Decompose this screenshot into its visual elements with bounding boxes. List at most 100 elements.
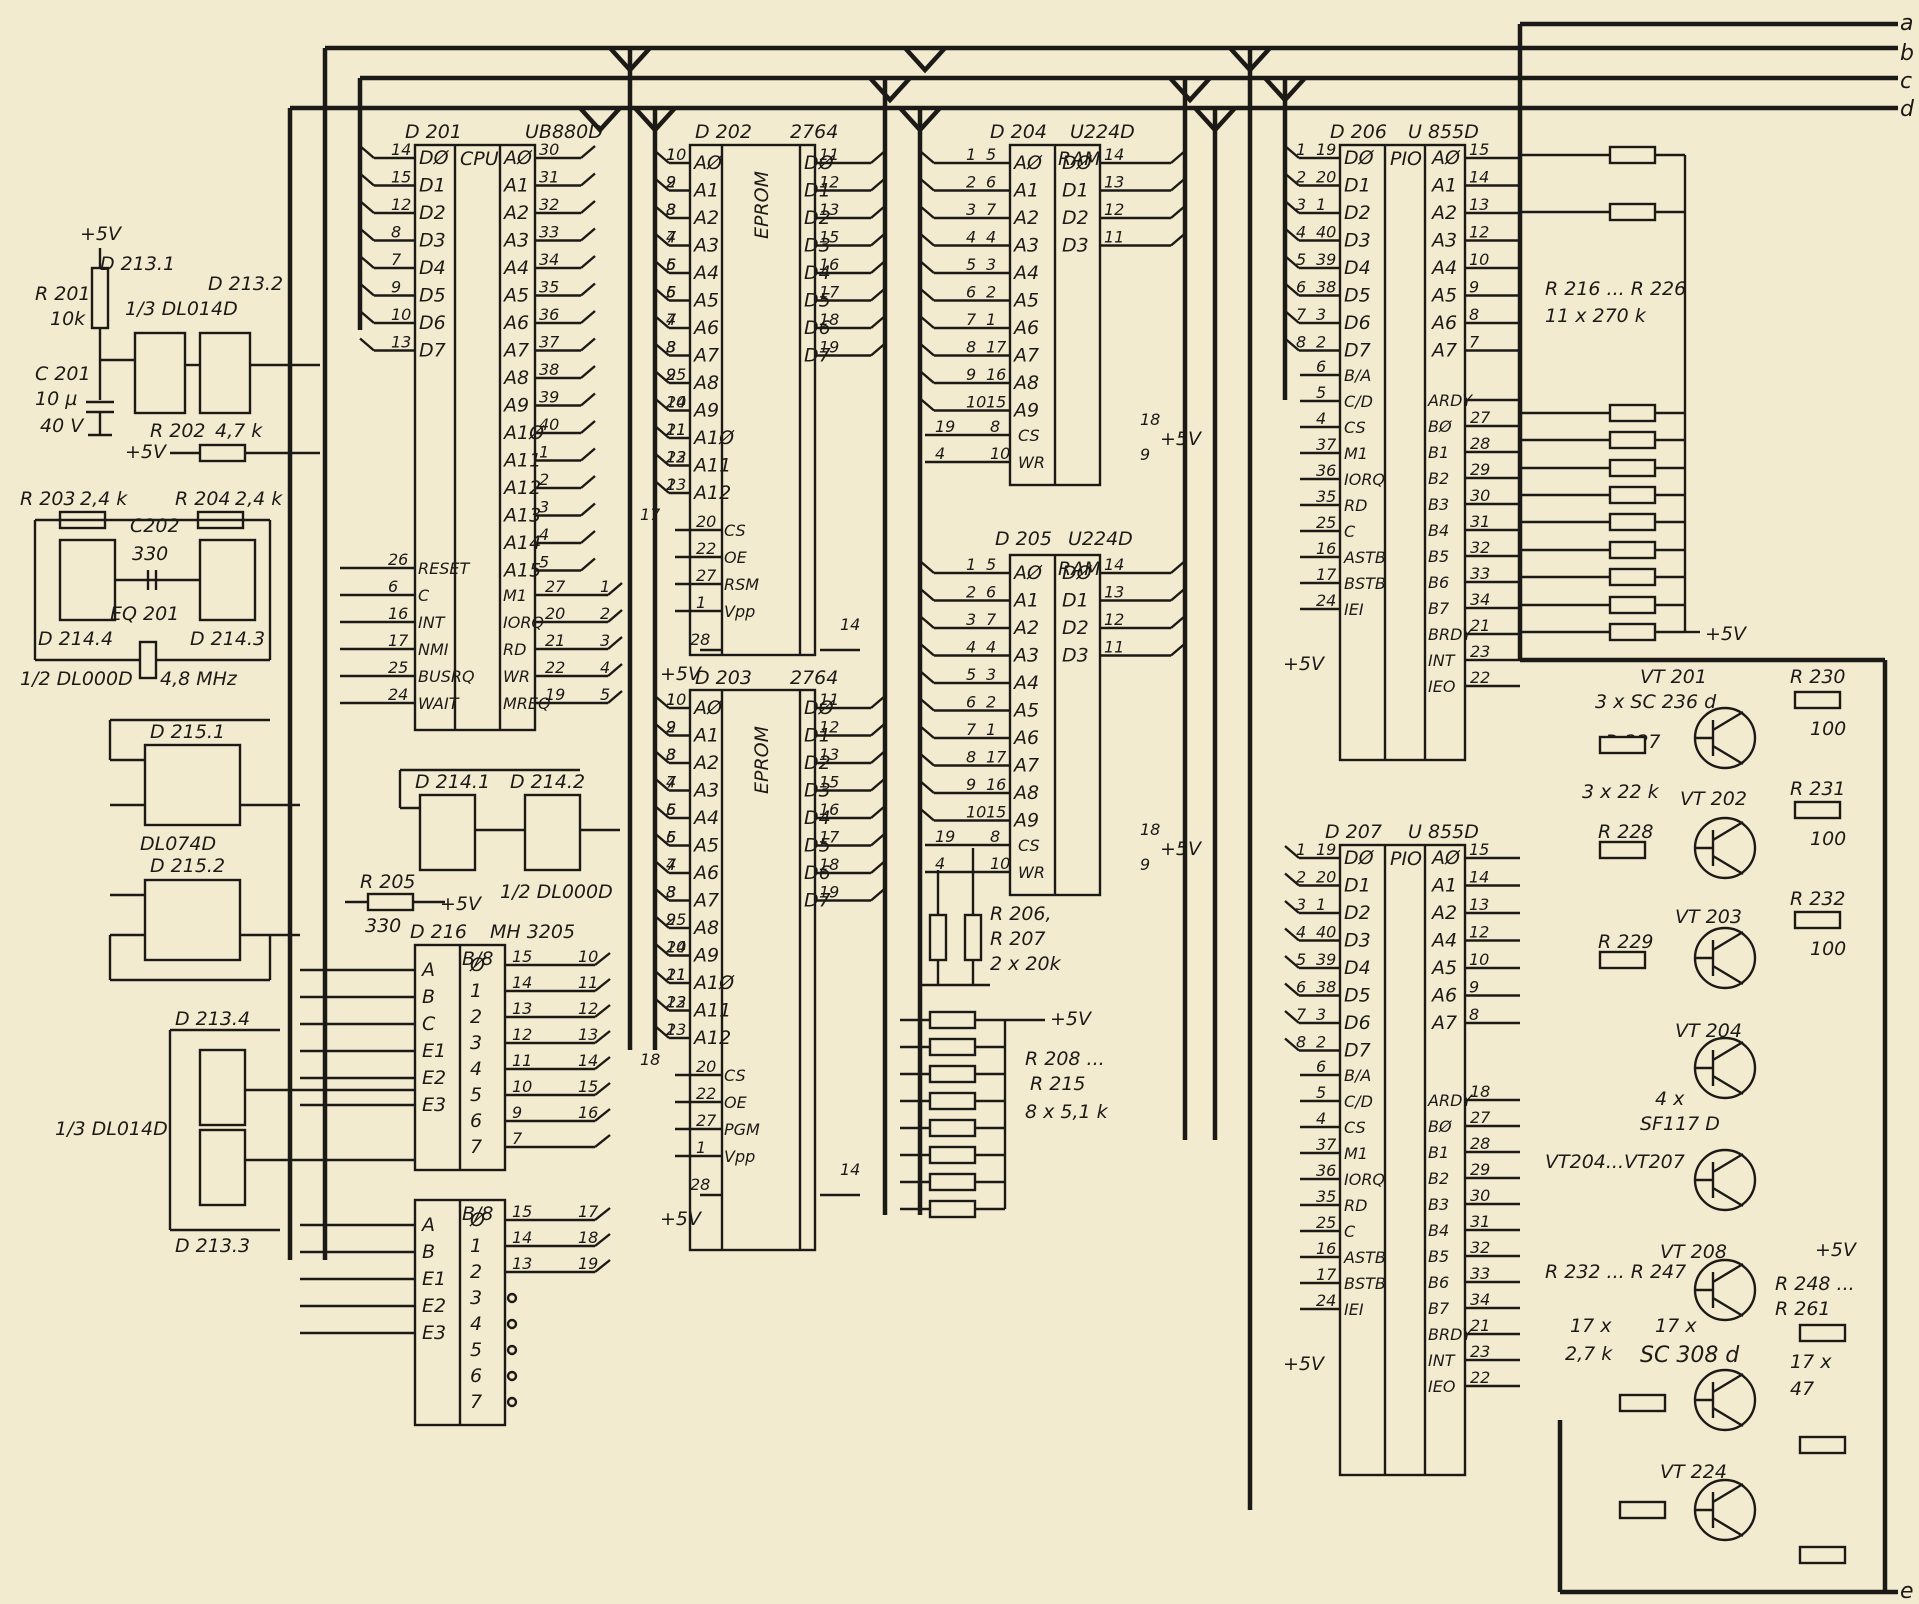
bus-label-a: a bbox=[1900, 11, 1913, 36]
r232-label: R 232 bbox=[1790, 888, 1846, 910]
driver-transistor-collector bbox=[1712, 930, 1744, 952]
ep2-pins-line-number: 13 bbox=[666, 1020, 686, 1039]
pio2-pins-porta-pin-label: A1 bbox=[1430, 875, 1457, 897]
r230-label: R 230 bbox=[1790, 666, 1846, 688]
cpu-ctrl-number: 16 bbox=[388, 604, 408, 623]
pio2-pins-ctrl-label: BSTB bbox=[1344, 1274, 1386, 1293]
ram2-pins-addr-bus-entry bbox=[919, 587, 935, 602]
ep1-pins-data-pin-number: 15 bbox=[819, 228, 839, 247]
dec1-pins-output-number: 10 bbox=[512, 1077, 532, 1096]
dec2-pins-output-label: 7 bbox=[470, 1391, 482, 1413]
ep1-pins-line-number: 7 bbox=[666, 310, 677, 329]
pio1-pins-ctrl-number: 24 bbox=[1316, 591, 1336, 610]
cpu-addr-pin-number: 40 bbox=[539, 415, 559, 434]
ep1-pins-addr-pin-number: 4 bbox=[666, 310, 676, 329]
ep1-pins-extra-pin: 28 bbox=[690, 630, 710, 649]
driver-transistor-emitter bbox=[1712, 1296, 1744, 1318]
ram1-pins-data-bus-entry bbox=[1170, 205, 1186, 219]
ram2-pins-addr-pin-label: A5 bbox=[1012, 700, 1039, 722]
ep1-pins-addr-pin-label: A6 bbox=[692, 317, 719, 339]
ram1-pins-addr-pin-label: A3 bbox=[1012, 235, 1039, 257]
pio2-pins-porta-pin-number: 10 bbox=[1469, 950, 1489, 969]
cpu-addr-bus-entry bbox=[580, 502, 596, 517]
ep2-pins-addr-pin-number: 23 bbox=[666, 993, 686, 1012]
vcc-r202: +5V bbox=[125, 441, 168, 463]
ep2-pins-addr-bus-entry bbox=[654, 832, 670, 847]
driver-transistor-collector bbox=[1712, 1482, 1744, 1504]
c201-label: C 201 bbox=[35, 363, 91, 385]
pio1-pins-line-number: 8 bbox=[1296, 333, 1306, 352]
vt224-label: VT 224 bbox=[1660, 1461, 1727, 1483]
ram2-pins-line-number: 2 bbox=[966, 583, 976, 602]
cpu-ctrl-number: 25 bbox=[388, 658, 408, 677]
ep1-pins-addr-pin-label: A11 bbox=[692, 455, 731, 477]
r208-resistor bbox=[928, 1145, 977, 1165]
cpu-ctrl-line: 3 bbox=[600, 631, 610, 650]
ram2-pins-addr-bus-entry bbox=[919, 560, 935, 574]
pio2-pins-portb-label: BØ bbox=[1428, 1117, 1452, 1136]
pio2-pins-data-bus-entry bbox=[1284, 1010, 1300, 1024]
ep1-pins-addr-bus-entry bbox=[654, 342, 670, 357]
pio2-pins-data-pin-label: D4 bbox=[1344, 957, 1371, 979]
dec2-pins-bus-entry bbox=[594, 1259, 611, 1273]
driver-transistor-emitter bbox=[1712, 1516, 1744, 1538]
decoder-2: B/8 bbox=[413, 1198, 507, 1427]
ep2-pins-ctrl-label: CS bbox=[724, 1066, 746, 1085]
ep2-pins-addr-pin-label: A4 bbox=[692, 807, 719, 829]
pio1-pins-portb-number: 29 bbox=[1470, 460, 1490, 479]
pio1-pins-data-bus-entry bbox=[1284, 282, 1300, 297]
pio2-pins-ctrl-number: 16 bbox=[1316, 1239, 1336, 1258]
cpu-data-pin-label: DØ bbox=[419, 147, 450, 169]
driver-transistor-collector bbox=[1712, 1040, 1744, 1062]
ram2-pins-addr-pin-number: 1 bbox=[986, 720, 996, 739]
pio2-pins-portb-number: 28 bbox=[1470, 1134, 1490, 1153]
ram1-pins-line-number: 4 bbox=[966, 228, 976, 247]
pio1-pins-ctrl-label: C bbox=[1344, 522, 1356, 541]
dl014b-label: 1/3 DL014D bbox=[55, 1118, 168, 1140]
ep2-pins-addr-pin-number: 7 bbox=[666, 773, 677, 792]
ep1-pins-addr-pin-label: A4 bbox=[692, 262, 719, 284]
cpu-bus-entry bbox=[607, 609, 623, 623]
ram1-pins-addr-bus-entry bbox=[919, 260, 935, 274]
cpu-ctrl-label: NMI bbox=[418, 640, 449, 659]
ep1-pins-data-pin-number: 18 bbox=[819, 310, 839, 329]
ram1-pins-data-pin-number: 12 bbox=[1104, 200, 1124, 219]
dec1-pins-input-label: A bbox=[420, 959, 435, 981]
pio2-pins-portb-number: 34 bbox=[1470, 1290, 1490, 1309]
ep2-pins-line-number: 8 bbox=[666, 883, 676, 902]
vt201-label: VT 201 bbox=[1640, 666, 1707, 688]
cpu-bus-entry bbox=[607, 582, 623, 596]
r202-value: 4,7 k bbox=[215, 420, 263, 442]
ep1-pins-addr-bus-entry bbox=[654, 315, 670, 329]
ep2-pins-addr-bus-entry bbox=[654, 1025, 670, 1039]
eprom1-func: EPROM bbox=[751, 171, 773, 239]
cpu-ctrl-label: RD bbox=[503, 640, 526, 659]
pio1-pins-ctrl-number: 35 bbox=[1316, 487, 1336, 506]
cpu-addr-bus-entry bbox=[580, 447, 596, 462]
cpu-addr-pin-number: 30 bbox=[539, 140, 559, 159]
ep2-pins-addr-pin-number: 8 bbox=[666, 745, 676, 764]
cpu-data-pin-number: 7 bbox=[391, 250, 402, 269]
cpu-addr-pin-label: A7 bbox=[502, 340, 529, 362]
r204-label: R 204 bbox=[175, 488, 231, 510]
cpu-ctrl-number: 27 bbox=[545, 577, 566, 596]
r208-resistor bbox=[928, 1118, 977, 1138]
ram1-pins-addr-pin-label: A4 bbox=[1012, 262, 1039, 284]
dec1-pins-output-number: 12 bbox=[512, 1025, 532, 1044]
dec2-pins-output-label: 3 bbox=[470, 1287, 482, 1309]
ram2-pins-line-number: 9 bbox=[966, 775, 976, 794]
cpu-data-bus-entry bbox=[359, 337, 375, 352]
pio2-pins-ctrl-label: C/D bbox=[1344, 1092, 1373, 1111]
dec1-pins-output-label: 4 bbox=[470, 1058, 482, 1080]
cpu-ctrl-number: 26 bbox=[388, 550, 408, 569]
pio1-pins-line-number: 3 bbox=[1296, 195, 1306, 214]
c202-label: C202 bbox=[130, 515, 180, 537]
dec1-type: MH 3205 bbox=[490, 921, 575, 943]
ep2-pins-line-number: 12 bbox=[666, 993, 686, 1012]
pio2-pins-ctrl-number: 37 bbox=[1316, 1135, 1337, 1154]
pio2-pins-ctrl-label: C bbox=[1344, 1222, 1356, 1241]
ram2-pins-ctrl-line: 19 bbox=[935, 827, 955, 846]
cpu-data-pin-number: 12 bbox=[391, 195, 411, 214]
ep2-pins-addr-pin-number: 4 bbox=[666, 855, 676, 874]
ep1-pins-ctrl-label: CS bbox=[724, 521, 746, 540]
